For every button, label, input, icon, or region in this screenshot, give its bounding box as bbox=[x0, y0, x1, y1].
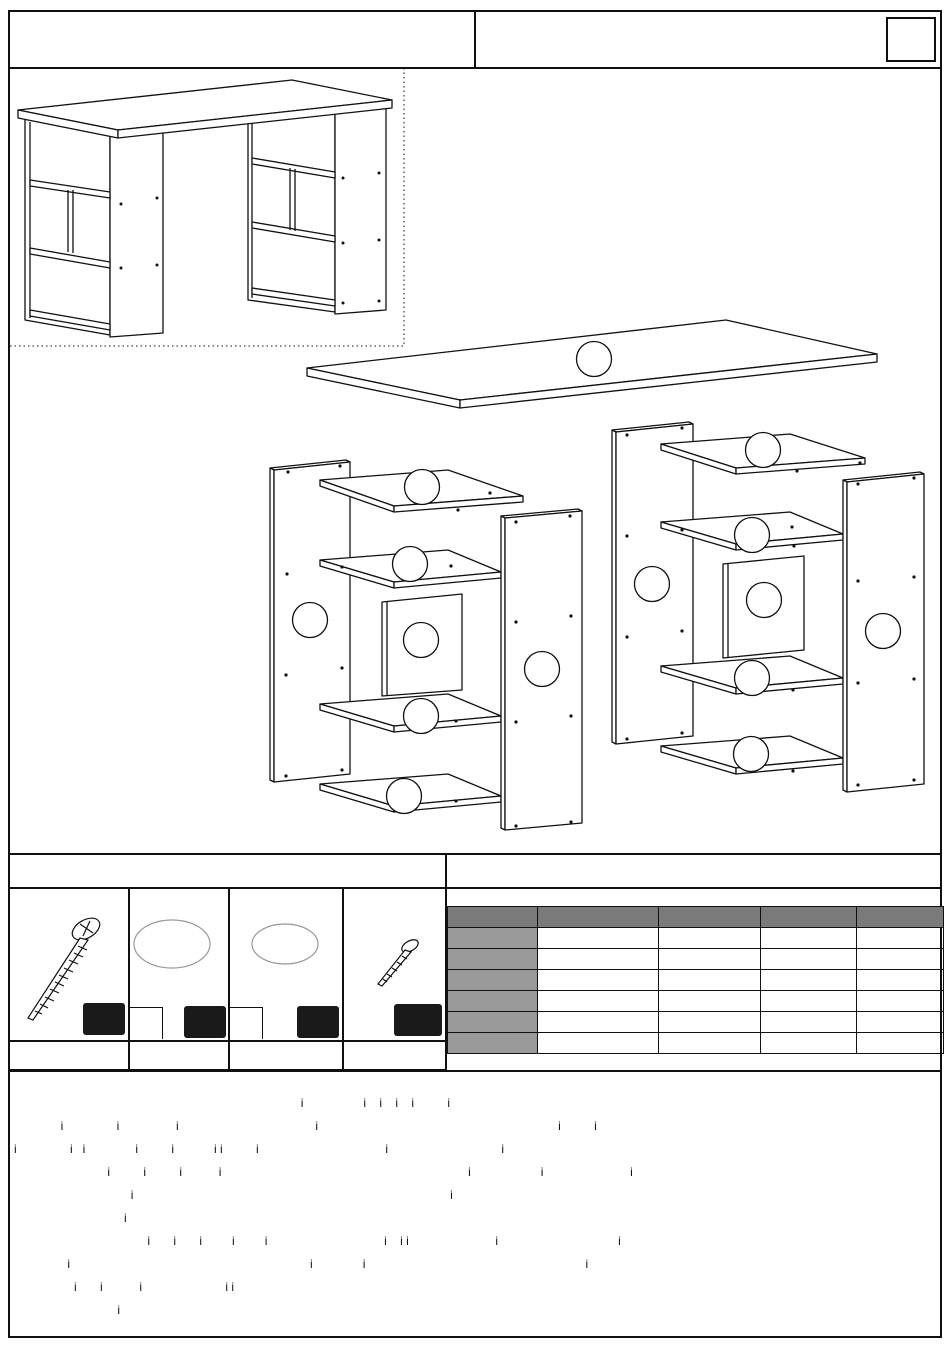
parts-header-column-divider bbox=[445, 853, 447, 889]
quantity-badge bbox=[394, 1004, 442, 1036]
desk-assembled bbox=[17, 79, 393, 338]
hardware-section-title bbox=[20, 862, 430, 882]
part-label-circle bbox=[744, 431, 782, 469]
table-cell bbox=[537, 1011, 659, 1033]
quantity-badge bbox=[297, 1006, 339, 1038]
notes-line: i i i i i i i i i i bbox=[14, 1234, 621, 1248]
page-number-box bbox=[886, 17, 936, 62]
part-label-circle bbox=[864, 612, 902, 650]
table-cell bbox=[856, 948, 944, 970]
table-header-cell bbox=[658, 906, 761, 928]
table-cell bbox=[658, 1032, 761, 1054]
part-label-circle bbox=[402, 621, 440, 659]
table-row bbox=[447, 990, 944, 1012]
part-label-circle bbox=[732, 735, 770, 773]
oval-cap-icon bbox=[251, 923, 319, 965]
table-row-label bbox=[447, 948, 538, 970]
part-label-circle bbox=[403, 468, 441, 506]
table-cell bbox=[760, 969, 857, 991]
notes-line: i i i i i i bbox=[14, 1119, 597, 1133]
table-cell bbox=[760, 1032, 857, 1054]
desk-exploded bbox=[269, 319, 925, 831]
long-screw-icon bbox=[27, 917, 101, 1021]
part-label-circle bbox=[733, 516, 771, 554]
short-screw-icon bbox=[377, 939, 419, 987]
hardware-icons bbox=[27, 917, 419, 1021]
oval-dowel-icon bbox=[133, 919, 211, 969]
notes-line: i i i i bbox=[14, 1257, 589, 1271]
table-row bbox=[447, 948, 944, 970]
notes-line: i i bbox=[14, 1188, 453, 1202]
table-header-row bbox=[447, 906, 944, 928]
table-cell bbox=[658, 1011, 761, 1033]
table-cell bbox=[856, 990, 944, 1012]
notes-line: i bbox=[14, 1211, 127, 1225]
part-label-circle bbox=[745, 581, 783, 619]
part-label-circle bbox=[733, 659, 771, 697]
table-header-cell bbox=[447, 906, 538, 928]
part-label-circle bbox=[523, 650, 561, 688]
table-cell bbox=[658, 990, 761, 1012]
assembly-illustration bbox=[10, 68, 925, 831]
table-row-label bbox=[447, 969, 538, 991]
table-cell bbox=[658, 927, 761, 949]
header-column-divider bbox=[474, 10, 476, 68]
table-row bbox=[447, 969, 944, 991]
table-cell bbox=[537, 927, 659, 949]
table-header-cell bbox=[537, 906, 659, 928]
quantity-badge bbox=[184, 1006, 226, 1038]
dimensions-table bbox=[447, 906, 944, 1054]
table-cell bbox=[760, 1011, 857, 1033]
table-cell bbox=[537, 948, 659, 970]
quantity-badge bbox=[83, 1003, 125, 1035]
table-row bbox=[447, 1011, 944, 1033]
part-label-circle bbox=[391, 545, 429, 583]
table-row bbox=[447, 1032, 944, 1054]
table-cell bbox=[658, 969, 761, 991]
table-cell bbox=[856, 969, 944, 991]
notes-line: i i i i i i i bbox=[14, 1165, 633, 1179]
notes-line: i i i i i i i i i i bbox=[14, 1142, 505, 1156]
notes-text: i i i i i i i i i i bbox=[14, 1092, 934, 1322]
part-label-circle bbox=[575, 340, 613, 378]
code-box bbox=[228, 1007, 263, 1039]
notes-line: i bbox=[14, 1303, 121, 1317]
table-row-label bbox=[447, 1011, 538, 1033]
table-header-cell bbox=[760, 906, 857, 928]
table-cell bbox=[856, 1011, 944, 1033]
notes-line: i i i i i i bbox=[14, 1096, 451, 1110]
table-cell bbox=[658, 948, 761, 970]
table-row-label bbox=[447, 927, 538, 949]
parts-section-divider bbox=[8, 853, 942, 855]
notes-line: i i i i i bbox=[14, 1280, 235, 1294]
part-label-circle bbox=[385, 777, 423, 815]
code-box bbox=[128, 1007, 163, 1039]
table-cell bbox=[856, 1032, 944, 1054]
table-cell bbox=[537, 990, 659, 1012]
table-header-cell bbox=[856, 906, 944, 928]
table-row-label bbox=[447, 990, 538, 1012]
parts-header-divider bbox=[8, 887, 942, 889]
part-label-circle bbox=[633, 565, 671, 603]
table-cell bbox=[760, 927, 857, 949]
table-cell bbox=[856, 927, 944, 949]
part-label-circle bbox=[291, 601, 329, 639]
table-cell bbox=[537, 969, 659, 991]
dimensions-section-title bbox=[460, 862, 930, 882]
hardware-name-row-divider bbox=[8, 1040, 447, 1042]
table-row-label bbox=[447, 1032, 538, 1054]
notes-divider bbox=[8, 1070, 942, 1072]
table-cell bbox=[760, 990, 857, 1012]
part-label-circle bbox=[402, 697, 440, 735]
header-divider bbox=[8, 67, 942, 69]
table-cell bbox=[537, 1032, 659, 1054]
table-cell bbox=[760, 948, 857, 970]
table-row bbox=[447, 927, 944, 949]
